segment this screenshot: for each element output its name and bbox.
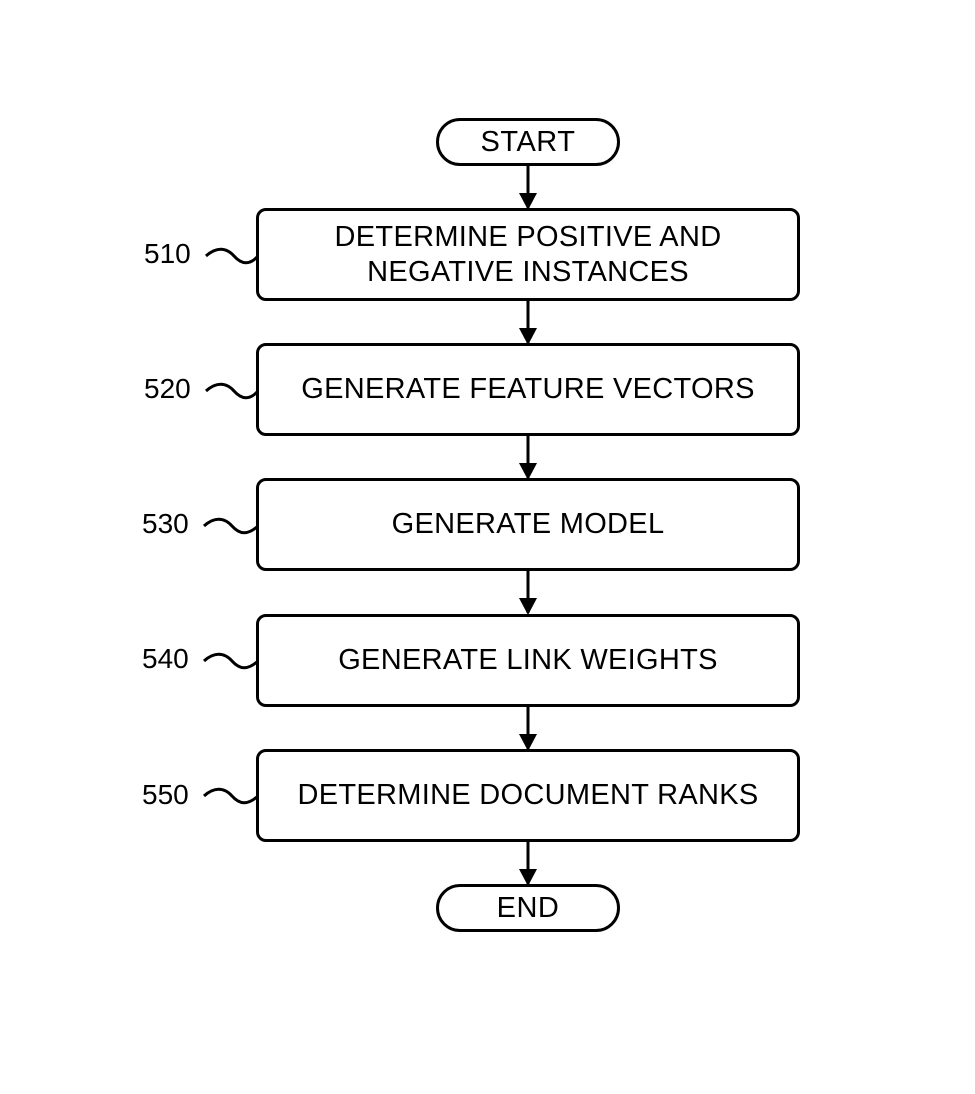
step-540-box: GENERATE LINK WEIGHTS [256, 614, 800, 707]
arrowhead-510-to-520 [519, 328, 537, 345]
step-550-box: DETERMINE DOCUMENT RANKS [256, 749, 800, 842]
step-530-ref: 530 [142, 508, 189, 539]
leader-squiggle-520 [204, 382, 260, 400]
step-530-label: GENERATE MODEL [391, 508, 665, 540]
step-530-box: GENERATE MODEL [256, 478, 800, 571]
step-550-label: DETERMINE DOCUMENT RANKS [297, 779, 759, 811]
arrowhead-start-to-510 [519, 193, 537, 210]
arrowhead-550-to-end [519, 869, 537, 886]
arrowhead-530-to-540 [519, 598, 537, 615]
step-520-label: GENERATE FEATURE VECTORS [301, 373, 755, 405]
step-510-box: DETERMINE POSITIVE AND NEGATIVE INSTANCE… [256, 208, 800, 301]
step-510-ref: 510 [144, 238, 191, 269]
step-520-ref: 520 [144, 373, 191, 404]
start-terminal: START [436, 118, 620, 166]
arrowhead-520-to-530 [519, 463, 537, 480]
leader-squiggle-530 [202, 517, 260, 535]
step-520-box: GENERATE FEATURE VECTORS [256, 343, 800, 436]
leader-squiggle-550 [202, 787, 260, 805]
end-label: END [496, 891, 560, 924]
step-550-ref: 550 [142, 779, 189, 810]
leader-squiggle-510 [204, 247, 260, 265]
end-terminal: END [436, 884, 620, 932]
step-540-label: GENERATE LINK WEIGHTS [338, 644, 718, 676]
step-510-label: DETERMINE POSITIVE AND NEGATIVE INSTANCE… [334, 220, 722, 288]
step-540-ref: 540 [142, 643, 189, 674]
start-label: START [480, 125, 576, 158]
arrowhead-540-to-550 [519, 734, 537, 751]
leader-squiggle-540 [202, 652, 260, 670]
